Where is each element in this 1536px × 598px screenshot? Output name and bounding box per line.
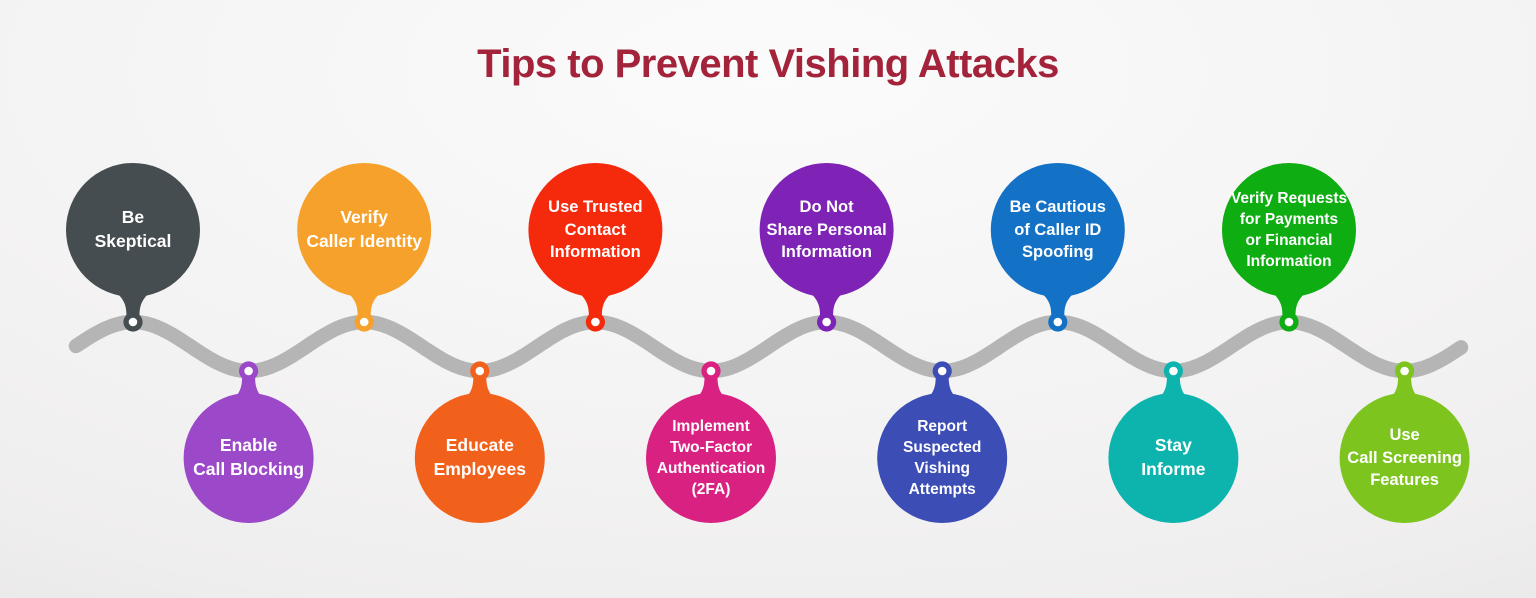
stem-implement-two-factor-auth — [694, 371, 728, 401]
stem-verify-requests-payments — [1272, 292, 1306, 322]
balloon-verify-requests-payments — [1222, 163, 1356, 297]
balloon-be-cautious-caller-id-spoof — [990, 163, 1125, 297]
stem-stay-informe — [1156, 371, 1191, 401]
knob-hole-verify-caller-identity — [359, 317, 369, 327]
stem-verify-caller-identity — [347, 292, 382, 322]
knob-hole-educate-employees — [475, 366, 485, 376]
knob-hole-report-suspected-vishing — [937, 366, 947, 376]
balloon-enable-call-blocking — [183, 393, 314, 523]
balloon-use-call-screening-features — [1339, 393, 1470, 523]
knob-hole-do-not-share-personal-info — [822, 317, 831, 327]
knob-hole-be-cautious-caller-id-spoof — [1053, 317, 1063, 327]
stem-report-suspected-vishing — [925, 371, 960, 401]
page-title: Tips to Prevent Vishing Attacks — [477, 42, 1059, 86]
balloon-implement-two-factor-auth — [646, 393, 776, 523]
knob-hole-implement-two-factor-auth — [706, 366, 716, 376]
knob-hole-be-skeptical — [128, 317, 138, 327]
stem-educate-employees — [462, 371, 497, 401]
stem-be-skeptical — [116, 292, 150, 322]
balloon-stay-informe — [1108, 393, 1239, 523]
knob-hole-stay-informe — [1169, 366, 1178, 376]
stem-use-trusted-contact-info — [578, 292, 613, 322]
balloon-verify-caller-identity — [297, 163, 432, 297]
stem-use-call-screening-features — [1387, 371, 1422, 401]
knob-hole-verify-requests-payments — [1284, 317, 1294, 327]
knob-hole-enable-call-blocking — [244, 366, 253, 376]
balloon-do-not-share-personal-info — [759, 163, 894, 297]
stem-do-not-share-personal-info — [809, 292, 844, 322]
balloon-be-skeptical — [66, 163, 200, 297]
timeline-wave-line — [68, 314, 1469, 379]
stem-enable-call-blocking — [231, 371, 266, 401]
knob-hole-use-call-screening-features — [1400, 366, 1409, 376]
knob-hole-use-trusted-contact-info — [591, 317, 600, 327]
balloon-report-suspected-vishing — [877, 393, 1008, 523]
balloon-educate-employees — [414, 393, 545, 523]
balloon-use-trusted-contact-info — [528, 163, 663, 297]
stem-be-cautious-caller-id-spoof — [1040, 292, 1075, 322]
